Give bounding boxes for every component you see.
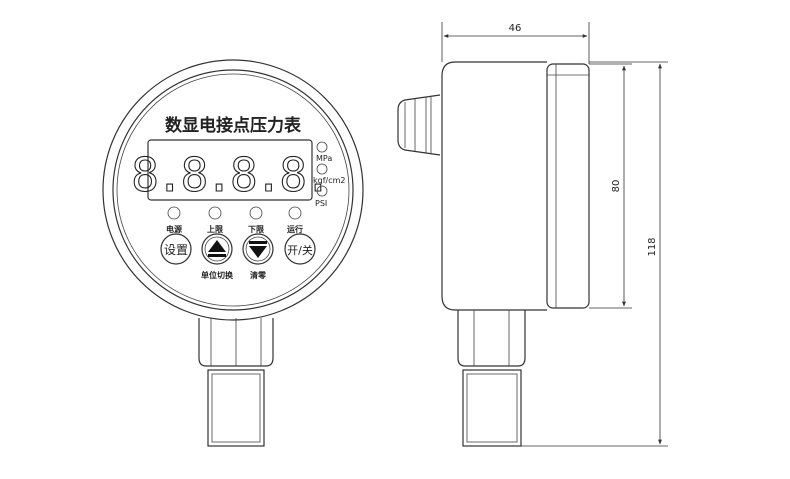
power-button[interactable]: 开/关 — [284, 233, 316, 265]
unit-label-kgf: kgf/cm2 — [313, 176, 346, 185]
unit-indicator-psi — [316, 185, 328, 197]
indicator-light-run — [288, 206, 302, 220]
gauge-outer-bezel — [102, 59, 364, 321]
dim-label-total-height: 118 — [647, 237, 658, 256]
caption-unit-switch: 单位切换 — [201, 270, 234, 280]
unit-label-psi: PSI — [315, 199, 327, 208]
housing-front-bezel — [546, 63, 590, 309]
side-threaded-connector — [462, 369, 522, 447]
indicator-label-upper: 上限 — [207, 224, 223, 234]
digital-display — [147, 139, 313, 201]
unit-indicator-mpa — [316, 141, 328, 153]
front-view: 数显电接点压力表 8.8.8.8. MPa kgf/cm2 PSI 电源 上限 … — [102, 59, 364, 447]
down-button[interactable] — [242, 233, 274, 265]
display-digits: 8.8.8.8. — [131, 148, 329, 202]
power-button-label: 开/关 — [287, 243, 313, 257]
settings-button-label: 设置 — [164, 243, 188, 257]
indicator-label-run: 运行 — [287, 224, 303, 234]
side-view: 46 80 118 — [397, 22, 668, 447]
gauge-face — [116, 73, 350, 307]
indicator-light-lower — [249, 206, 263, 220]
indicator-light-upper — [208, 206, 222, 220]
triangle-down-icon — [249, 246, 267, 258]
settings-button[interactable]: 设置 — [160, 233, 192, 265]
dim-label-body-height: 80 — [611, 180, 622, 193]
side-hex-nut — [457, 310, 526, 367]
housing-rear — [441, 61, 547, 311]
gauge-title: 数显电接点压力表 — [165, 115, 302, 136]
dim-label-width: 46 — [509, 23, 522, 34]
indicator-light-power — [167, 206, 181, 220]
cable-gland — [397, 94, 441, 156]
unit-indicator-kgf — [316, 163, 328, 175]
triangle-up-icon — [208, 240, 226, 252]
indicator-label-power: 电源 — [166, 224, 182, 234]
caption-zero: 清零 — [250, 270, 267, 280]
indicator-label-lower: 下限 — [248, 225, 264, 234]
up-button[interactable] — [201, 233, 233, 265]
gauge-inner-ring — [112, 69, 354, 311]
threaded-connector — [207, 369, 265, 447]
unit-label-mpa: MPa — [316, 154, 332, 163]
